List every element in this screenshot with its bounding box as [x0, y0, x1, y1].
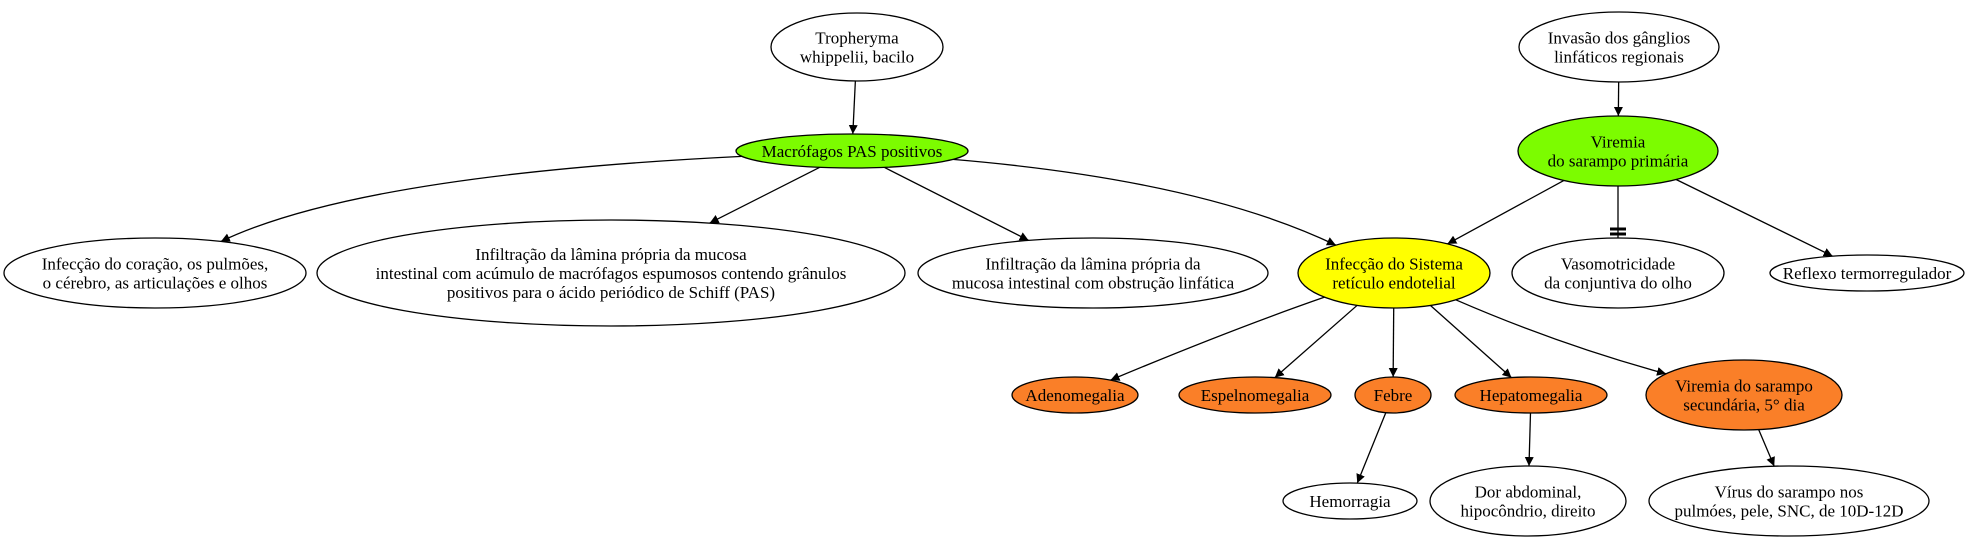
node-shape [3, 237, 307, 309]
edge-infeccao-sistema-to-espelnomegalia [1274, 304, 1358, 379]
node-shape [1178, 376, 1332, 414]
node-shape [316, 219, 906, 327]
node-label: retículo endotelial [1332, 274, 1455, 293]
edge-infeccao-sistema-to-adenomegalia [1110, 296, 1325, 381]
node-shape [1645, 359, 1843, 431]
edge-macrofagos-to-infiltracao-obstrucao [883, 166, 1029, 242]
edge-hepatomegalia-to-dor-abdominal [1524, 412, 1534, 467]
node-shape [1454, 376, 1608, 414]
node-dor-abdominal: Dor abdominal,hipocôndrio, direito [1429, 465, 1627, 537]
node-label: Espelnomegalia [1201, 386, 1310, 405]
node-shape [917, 237, 1269, 309]
edge-viremia-primaria-to-infeccao-sistema [1447, 179, 1565, 245]
edge-infeccao-sistema-to-hepatomegalia [1429, 304, 1512, 379]
node-shape [1011, 376, 1139, 414]
node-shape [1769, 254, 1965, 292]
node-shape [1297, 237, 1491, 309]
node-label: Vírus do sarampo nos [1715, 483, 1864, 502]
node-infiltracao-acumulo: Infiltração da lâmina própria da mucosai… [316, 219, 906, 327]
edges-layer [220, 80, 1833, 484]
node-label: pulmóes, pele, SNC, de 10D-12D [1674, 502, 1903, 521]
node-label: Infecção do Sistema [1325, 255, 1463, 274]
node-shape [1354, 376, 1432, 414]
node-label: o cérebro, as articulações e olhos [43, 274, 268, 293]
node-label: Febre [1374, 386, 1413, 405]
node-label: Infiltração da lâmina própria da [985, 255, 1201, 274]
node-label: positivos para o ácido periódico de Schi… [447, 283, 775, 302]
node-label: do sarampo primária [1548, 152, 1689, 171]
edge-infeccao-sistema-to-viremia-secundaria [1455, 299, 1667, 376]
node-label: intestinal com acúmulo de macrófagos esp… [376, 264, 847, 283]
node-label: Dor abdominal, [1475, 483, 1582, 502]
node-label: Macrófagos PAS positivos [762, 142, 943, 161]
node-label: Infiltração da lâmina própria da mucosa [475, 245, 747, 264]
node-shape [1517, 115, 1719, 187]
edge-tropheryma-to-macrofagos [848, 80, 858, 135]
node-infeccao-coracao: Infecção do coração, os pulmões,o cérebr… [3, 237, 307, 309]
edge-febre-to-hemorragia [1356, 412, 1387, 484]
node-label: Hemorragia [1309, 492, 1391, 511]
edge-macrofagos-to-infeccao-sistema [952, 158, 1337, 246]
edge-macrofagos-to-infeccao-coracao [220, 155, 742, 243]
node-label: mucosa intestinal com obstrução linfátic… [952, 274, 1235, 293]
edge-viremia-secundaria-to-virus-pulmoes [1758, 429, 1775, 467]
edge-infeccao-sistema-to-febre [1388, 307, 1398, 378]
node-febre: Febre [1354, 376, 1432, 414]
node-shape [1648, 465, 1930, 537]
node-label: linfáticos regionais [1554, 48, 1684, 67]
node-adenomegalia: Adenomegalia [1011, 376, 1139, 414]
node-shape [1429, 465, 1627, 537]
node-label: Hepatomegalia [1480, 386, 1583, 405]
node-label: Adenomegalia [1025, 386, 1125, 405]
node-reflexo: Reflexo termorregulador [1769, 254, 1965, 292]
node-label: Tropheryma [815, 29, 899, 48]
node-label: da conjuntiva do olho [1544, 274, 1692, 293]
node-espelnomegalia: Espelnomegalia [1178, 376, 1332, 414]
node-label: Reflexo termorregulador [1783, 264, 1952, 283]
node-label: Invasão dos gânglios [1548, 29, 1691, 48]
node-label: Viremia [1591, 133, 1646, 152]
node-shape [1518, 11, 1720, 83]
node-shape [770, 12, 944, 82]
node-label: secundária, 5° dia [1683, 396, 1805, 415]
node-shape [735, 133, 969, 169]
node-shape [1282, 482, 1418, 520]
node-label: Viremia do sarampo [1675, 377, 1813, 396]
edge-macrofagos-to-infiltracao-acumulo [709, 166, 821, 224]
node-hemorragia: Hemorragia [1282, 482, 1418, 520]
node-label: Vasomotricidade [1561, 255, 1675, 274]
node-shape [1511, 237, 1725, 309]
node-macrofagos: Macrófagos PAS positivos [735, 133, 969, 169]
node-label: hipocôndrio, direito [1460, 502, 1595, 521]
edge-viremia-primaria-to-reflexo [1675, 178, 1833, 257]
node-label: whippelii, bacilo [800, 48, 914, 67]
node-label: Infecção do coração, os pulmões, [42, 255, 269, 274]
node-hepatomegalia: Hepatomegalia [1454, 376, 1608, 414]
